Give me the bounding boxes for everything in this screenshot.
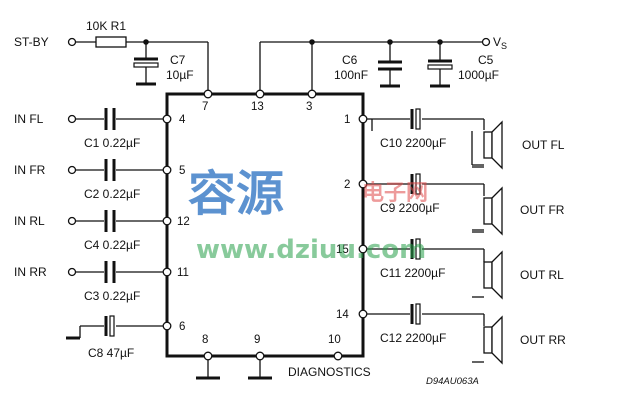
supply-network <box>259 37 491 94</box>
pin-number-4: 4 <box>179 114 186 126</box>
vs-terminal <box>481 37 491 47</box>
r1-label: 10K R1 <box>86 19 126 33</box>
out-rl-label: OUT RL <box>520 268 564 282</box>
c5-value: 1000µF <box>458 68 499 82</box>
c7-name: C7 <box>170 53 186 67</box>
watermark-sub: 电子网 <box>362 181 428 206</box>
input-channel-rl <box>67 210 172 232</box>
ic-pin-6 <box>162 321 172 331</box>
drawing-code: D94AU063A <box>426 376 479 387</box>
speaker-icon <box>483 131 493 159</box>
vs-label: VS <box>493 35 507 51</box>
out-fr-label: OUT FR <box>520 203 565 217</box>
pin-number-14: 14 <box>336 309 349 321</box>
standby-network <box>67 36 209 94</box>
ic-pin-10 <box>333 351 343 361</box>
pin-number-9: 9 <box>254 334 260 346</box>
in-rr-label: IN RR <box>14 265 47 279</box>
input-channel-fr <box>67 159 172 181</box>
c9-label: C9 2200µF <box>380 201 440 215</box>
ic-pin-4 <box>162 114 172 124</box>
ic-pin-5 <box>162 165 172 175</box>
c7-value: 10µF <box>166 68 194 82</box>
pin-number-15: 15 <box>336 244 349 256</box>
output-channel-fr <box>358 173 503 236</box>
out-fl-label: OUT FL <box>522 138 565 152</box>
c1-label: C1 0.22µF <box>84 136 140 150</box>
ic-pin-13 <box>255 89 265 99</box>
in-fl-label: IN FL <box>14 112 44 126</box>
speaker-icon <box>483 197 493 225</box>
pin-number-2: 2 <box>344 179 350 191</box>
out-rr-label: OUT RR <box>520 333 566 347</box>
pin-number-5: 5 <box>179 165 185 177</box>
c2-label: C2 0.22µF <box>84 187 140 201</box>
c12-label: C12 2200µF <box>380 331 446 345</box>
c3-label: C3 0.22µF <box>84 289 140 303</box>
c5-name: C5 <box>478 53 494 67</box>
watermark-url: www.dziuu.com <box>196 235 426 265</box>
bottom-pins <box>196 351 343 380</box>
output-channel-rl <box>358 238 503 300</box>
ic-pin-15 <box>358 244 368 254</box>
c10-label: C10 2200µF <box>380 136 446 150</box>
ic-pin-11 <box>162 267 172 277</box>
ic-pin-8 <box>203 351 213 361</box>
c8-label: C8 47µF <box>88 346 134 360</box>
ic-pin-3 <box>307 89 317 99</box>
pin-number-6: 6 <box>179 321 185 333</box>
ic-pin-2 <box>358 179 368 189</box>
standby-terminal <box>67 37 77 47</box>
diagnostics-label: DIAGNOSTICS <box>288 365 371 379</box>
watermark-title: 容源 <box>188 166 284 222</box>
ic-pin-7 <box>203 89 213 99</box>
speaker-icon <box>483 261 493 289</box>
c6-name: C6 <box>342 53 358 67</box>
pin-number-1: 1 <box>344 114 350 126</box>
pin-number-8: 8 <box>202 334 208 346</box>
input-channel-fl <box>67 108 172 130</box>
pin-number-11: 11 <box>177 267 189 279</box>
in-rl-label: IN RL <box>14 214 45 228</box>
speaker-icon <box>483 326 493 354</box>
output-channel-rr <box>358 303 503 365</box>
output-channel-fl <box>358 108 503 170</box>
pin-number-7: 7 <box>202 101 208 113</box>
c6-value: 100nF <box>334 68 368 82</box>
ic-pin-12 <box>162 216 172 226</box>
ic-pin-1 <box>358 114 368 124</box>
ic-pin-14 <box>358 309 368 319</box>
pin-number-13: 13 <box>251 101 264 113</box>
ic-pin-9 <box>255 351 265 361</box>
c11-label: C11 2200µF <box>380 266 445 280</box>
svr-network <box>66 315 172 340</box>
pin-number-12: 12 <box>177 216 190 228</box>
resistor-r1 <box>95 36 127 48</box>
input-channel-rr <box>67 261 172 283</box>
standby-label: ST-BY <box>14 35 49 49</box>
c4-label: C4 0.22µF <box>84 238 140 252</box>
pin-number-3: 3 <box>306 101 312 113</box>
in-fr-label: IN FR <box>14 163 46 177</box>
ic-body <box>165 92 365 358</box>
pin-number-10: 10 <box>328 334 341 346</box>
